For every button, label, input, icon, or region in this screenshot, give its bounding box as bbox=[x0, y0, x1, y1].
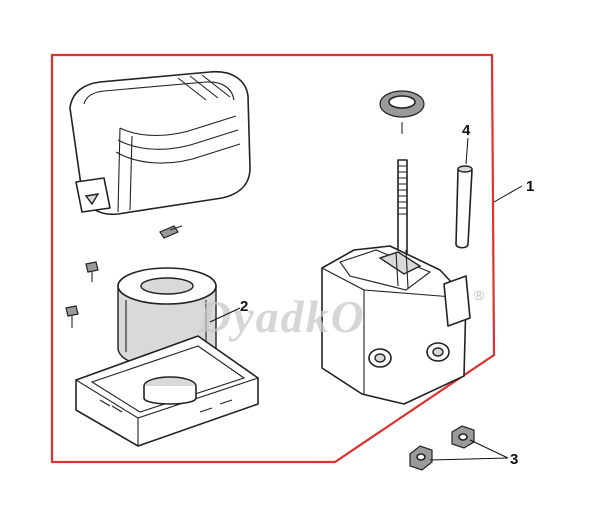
tube bbox=[455, 165, 473, 249]
watermark-registered-mark: ® bbox=[474, 287, 485, 303]
seal-ring bbox=[379, 90, 425, 134]
nut-right bbox=[451, 425, 475, 449]
screw-left-lower bbox=[65, 305, 79, 328]
filter-cover bbox=[69, 71, 251, 216]
leader-4 bbox=[465, 137, 469, 165]
leader-3a bbox=[429, 457, 509, 461]
screw-left-upper bbox=[85, 261, 99, 282]
leader-2 bbox=[209, 307, 241, 323]
assembly-boundary bbox=[50, 53, 496, 464]
callout-assembly: 1 bbox=[526, 178, 534, 195]
leader-3b bbox=[469, 439, 509, 459]
nut-left bbox=[409, 445, 433, 471]
callout-filter-element: 2 bbox=[240, 298, 248, 315]
callout-nuts: 3 bbox=[510, 451, 518, 468]
filter-housing bbox=[321, 245, 471, 405]
leader-1 bbox=[493, 185, 523, 203]
watermark-text: DyadkO bbox=[197, 291, 366, 342]
cover-screw-top bbox=[159, 225, 183, 239]
filter-base bbox=[75, 335, 259, 447]
callout-tube: 4 bbox=[462, 122, 471, 139]
